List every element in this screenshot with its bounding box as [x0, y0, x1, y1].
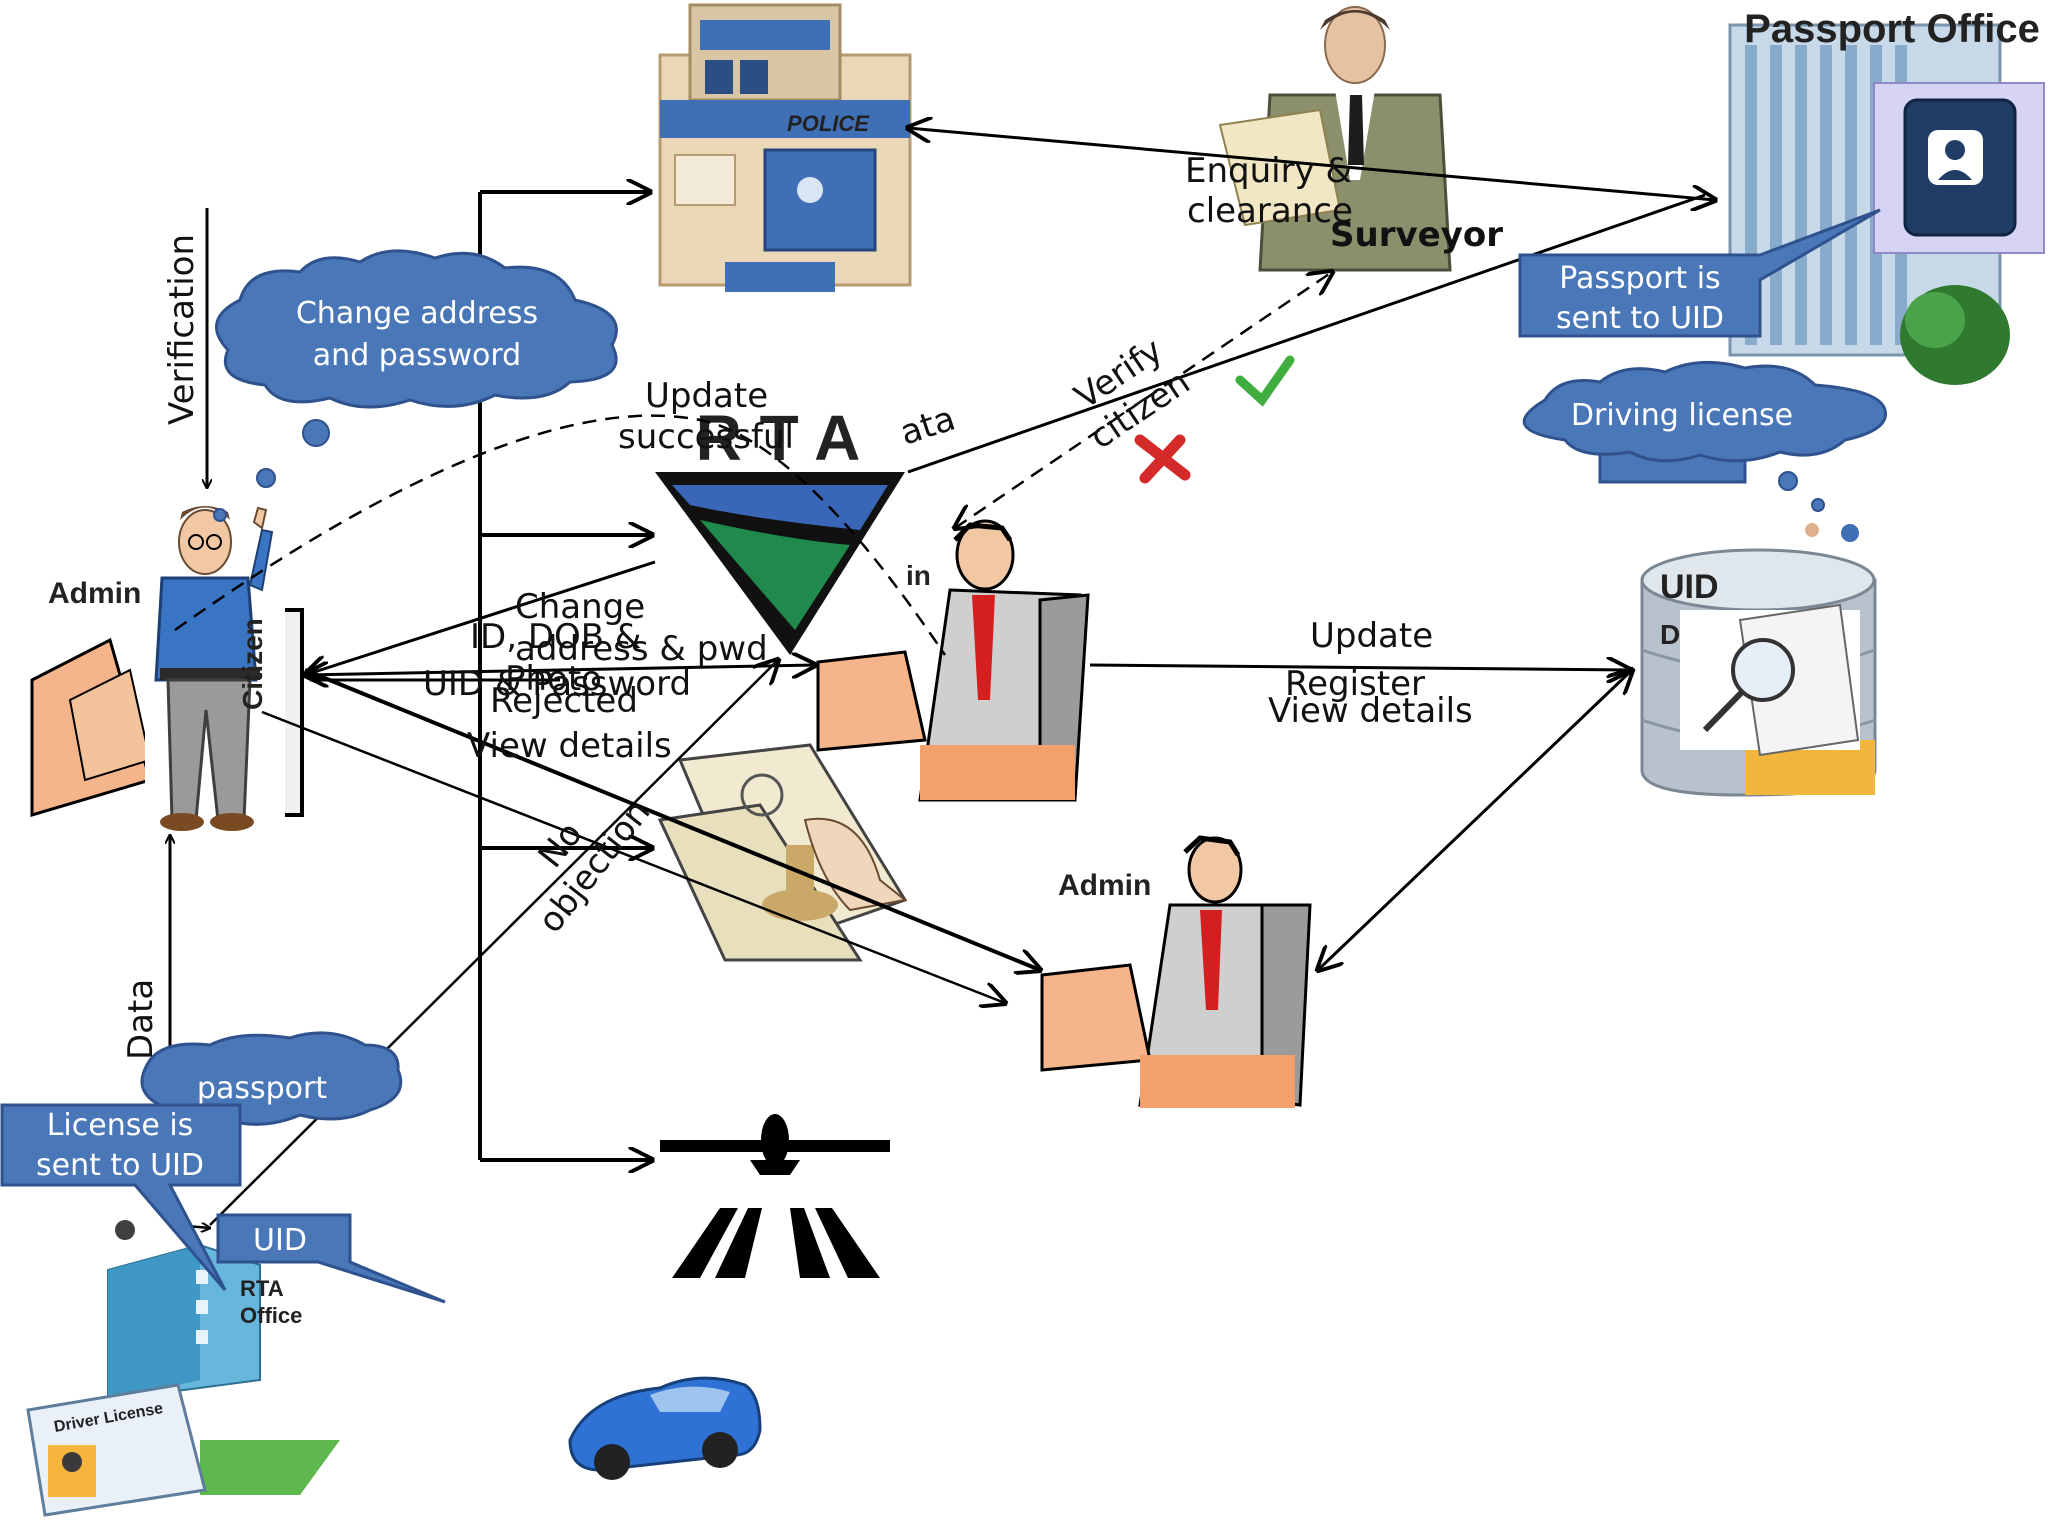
- uid-password-label: UID & Password: [423, 664, 691, 704]
- small-person-icon: [1841, 524, 1859, 542]
- update-right-label: Update: [1310, 616, 1433, 656]
- change-address-cloud: Change address and password: [213, 249, 618, 522]
- change-label-1: Change: [515, 587, 645, 627]
- cross-icon: [1134, 434, 1191, 484]
- view-details-right-label: View details: [1268, 691, 1473, 731]
- enquiry-label-1: Enquiry &: [1185, 151, 1352, 191]
- small-person-icon: [1805, 523, 1819, 537]
- license-sent-callout: License is sent to UID: [0, 1103, 242, 1291]
- uid-callout: UID: [216, 1213, 446, 1304]
- passport-sent-text-1: Passport is: [1559, 261, 1720, 296]
- driving-license-cloud: Driving license: [1522, 360, 1887, 512]
- rta-office-label-2: Office: [240, 1303, 302, 1328]
- passport-stamp-icon: [657, 743, 908, 962]
- admin-center-partial: in: [906, 560, 931, 591]
- data-partial-label: ata: [895, 399, 960, 454]
- id-dob-label-2: Photo: [505, 659, 602, 699]
- admin-left-label: Admin: [48, 577, 141, 610]
- change-address-text-1: Change address: [296, 296, 538, 331]
- admin-left-icon: Admin: [30, 577, 304, 818]
- id-dob-label-1: ID, DOB &: [470, 617, 641, 657]
- update-success-label-1: Update: [645, 376, 768, 416]
- passport-cloud: passport: [140, 1031, 403, 1126]
- driving-license-text: Driving license: [1571, 398, 1793, 433]
- license-sent-text-2: sent to UID: [36, 1148, 204, 1183]
- citizen-icon: Citizen: [145, 506, 285, 835]
- airplane-icon: [660, 1114, 890, 1278]
- small-person-icon: [115, 1220, 135, 1240]
- police-station-icon: POLICE: [658, 3, 912, 292]
- license-sent-text-1: License is: [47, 1108, 194, 1143]
- verification-label: Verification: [162, 234, 202, 425]
- update-success-label-2: successful: [618, 417, 794, 457]
- change-label-2: address & pwd: [515, 629, 768, 669]
- rta-logo-icon: R T A: [655, 402, 905, 655]
- uid-db-partial: D: [1660, 619, 1680, 650]
- rta-office-label-1: RTA: [240, 1276, 284, 1301]
- car-icon: [568, 1376, 762, 1480]
- rta-office-icon: RTA Office Driver License: [26, 1243, 340, 1517]
- citizen-label: Citizen: [237, 618, 268, 710]
- connectors: [170, 128, 1715, 1228]
- rta-logo-text: R T A: [696, 402, 861, 474]
- register-label: Register: [1285, 664, 1425, 704]
- passport-sent-text-2: sent to UID: [1556, 301, 1724, 336]
- enquiry-label-2: clearance: [1187, 191, 1353, 231]
- change-address-text-2: and password: [313, 338, 521, 373]
- admin-center-icon: in: [816, 519, 1090, 802]
- uid-label: UID: [1660, 568, 1719, 606]
- police-sign: POLICE: [787, 111, 870, 136]
- passport-office-title: Passport Office: [1744, 7, 2040, 51]
- view-details-left-label: View details: [467, 726, 672, 766]
- uid-callout-text: UID: [253, 1223, 307, 1258]
- surveyor-label: Surveyor: [1330, 215, 1503, 255]
- rejected-label: Rejected: [490, 681, 638, 721]
- uid-database-icon: UID D: [1640, 548, 1877, 797]
- data-bottom-label: Data: [121, 979, 161, 1060]
- passport-sent-callout: Passport is sent to UID: [1518, 208, 1881, 338]
- admin-bottom-icon: Admin: [1040, 835, 1312, 1108]
- admin-bottom-label: Admin: [1058, 869, 1151, 902]
- check-icon: [1235, 355, 1295, 407]
- passport-office-icon: Passport Office: [1728, 7, 2045, 385]
- passport-text: passport: [197, 1071, 327, 1106]
